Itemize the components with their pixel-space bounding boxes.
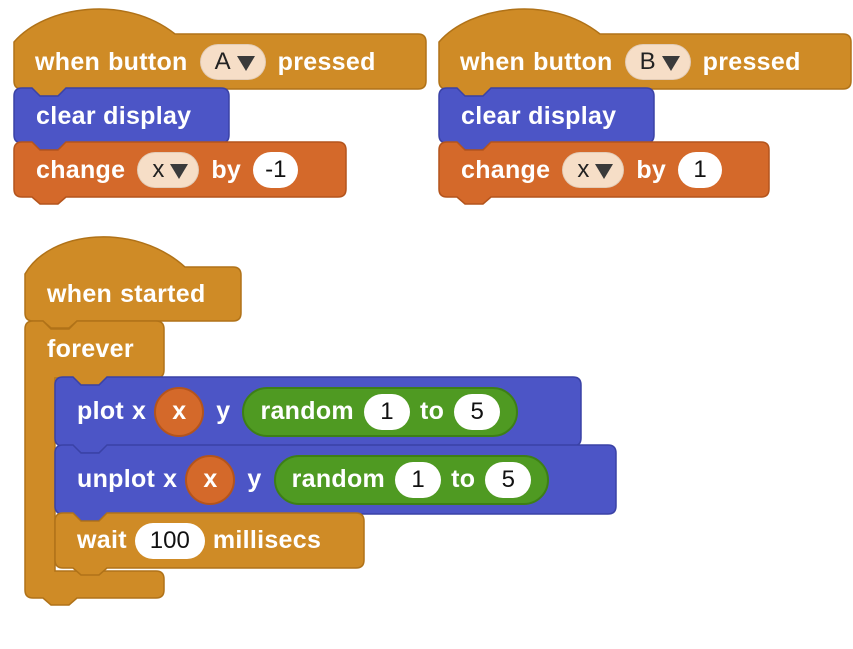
random-to-input[interactable]: 5 [454, 393, 501, 430]
wait-ms-input[interactable]: 100 [134, 522, 205, 559]
change-x-by-block[interactable]: change x by -1 [14, 142, 299, 198]
unplot-x-label: x [163, 465, 178, 493]
random-from-input[interactable]: 1 [395, 461, 442, 498]
dropdown-caret-icon [170, 163, 189, 179]
button-dropdown[interactable]: A [199, 44, 266, 80]
by-label: by [211, 155, 242, 184]
forever-block[interactable]: forever [25, 321, 134, 378]
when-button-b-pressed-block[interactable]: when button B pressed [439, 34, 801, 90]
to-label: to [419, 397, 445, 425]
started-label: started [120, 279, 206, 308]
variable-dropdown[interactable]: x [137, 152, 200, 188]
when-button-a-pressed-block[interactable]: when button A pressed [14, 34, 376, 90]
when-label: when [47, 279, 113, 308]
button-label: button [108, 47, 188, 76]
button-dropdown-value: B [639, 48, 656, 75]
millisecs-label: millisecs [212, 526, 322, 554]
clear-display-block[interactable]: clear display [14, 88, 191, 144]
random-label: random [291, 465, 386, 493]
change-label: change [36, 155, 126, 184]
change-value-input[interactable]: -1 [253, 152, 299, 188]
wait-block[interactable]: wait 100 millisecs [55, 513, 321, 568]
dropdown-caret-icon [236, 55, 255, 71]
random-label: random [260, 397, 354, 425]
random-from-input[interactable]: 1 [363, 393, 410, 430]
clear-display-label: clear display [36, 101, 192, 130]
pressed-label: pressed [702, 47, 801, 76]
random-reporter[interactable]: random 1 to 5 [273, 454, 550, 505]
forever-label: forever [47, 335, 134, 363]
button-dropdown[interactable]: B [624, 44, 691, 80]
change-x-by-block[interactable]: change x by 1 [439, 142, 723, 198]
plot-block[interactable]: plot x x y random 1 to 5 [55, 377, 519, 446]
unplot-y-label: y [247, 465, 262, 493]
variable-dropdown-value: x [152, 156, 165, 183]
x-variable-reporter[interactable]: x [185, 454, 236, 505]
change-value-input[interactable]: 1 [678, 152, 723, 188]
variable-dropdown-value: x [577, 156, 590, 183]
variable-dropdown[interactable]: x [562, 152, 625, 188]
change-label: change [461, 155, 551, 184]
plot-y-label: y [216, 397, 231, 425]
by-label: by [636, 155, 667, 184]
wait-shape [54, 512, 365, 576]
dropdown-caret-icon [661, 55, 680, 71]
plot-label: plot [77, 397, 125, 425]
button-label: button [533, 47, 613, 76]
random-reporter[interactable]: random 1 to 5 [242, 386, 519, 437]
when-started-block[interactable]: when started [25, 267, 206, 321]
dropdown-caret-icon [595, 163, 614, 179]
unplot-block[interactable]: unplot x x y random 1 to 5 [55, 445, 550, 514]
to-label: to [451, 465, 476, 493]
random-to-input[interactable]: 5 [485, 461, 532, 498]
clear-display-label: clear display [461, 101, 617, 130]
pressed-label: pressed [277, 47, 376, 76]
when-label: when [35, 47, 101, 76]
button-dropdown-value: A [214, 48, 231, 75]
wait-label: wait [77, 526, 127, 554]
plot-x-label: x [132, 397, 147, 425]
x-variable-reporter[interactable]: x [154, 386, 205, 437]
unplot-label: unplot [77, 465, 156, 493]
when-label: when [460, 47, 526, 76]
clear-display-block[interactable]: clear display [439, 88, 616, 144]
